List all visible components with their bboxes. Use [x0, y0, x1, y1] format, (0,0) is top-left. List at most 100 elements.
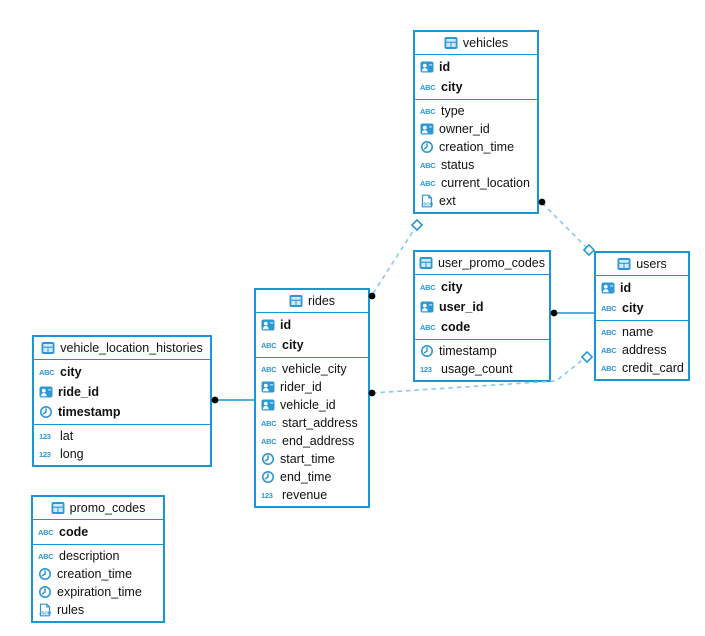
datetime-icon	[39, 568, 51, 580]
table-title: user_promo_codes	[437, 256, 545, 270]
text-type-icon: ABC	[261, 341, 277, 350]
text-type-icon: ABC	[420, 107, 436, 116]
column-name: creation_time	[57, 567, 133, 581]
table-header[interactable]: users	[596, 253, 688, 276]
table-header[interactable]: vehicles	[415, 32, 537, 55]
id-icon	[420, 123, 434, 135]
table-header[interactable]: user_promo_codes	[415, 252, 549, 275]
table-title: rides	[307, 294, 336, 308]
number-type-icon: 123	[39, 432, 51, 441]
column-name: description	[59, 549, 120, 563]
table-icon-slot	[41, 341, 55, 355]
table-row[interactable]: 123 lat	[34, 427, 210, 445]
table-row[interactable]: JSON rules	[33, 601, 163, 619]
relationship-vehicles-rides-line[interactable]	[371, 224, 418, 296]
column-name: vehicle_city	[282, 362, 347, 376]
column-name: lat	[60, 429, 74, 443]
id-icon	[420, 301, 434, 313]
datetime-icon	[262, 471, 274, 483]
table-row[interactable]: id	[596, 278, 688, 298]
table-row[interactable]: start_time	[256, 450, 368, 468]
column-name: code	[59, 525, 89, 539]
json-icon: JSON	[39, 603, 51, 617]
table-row[interactable]: ABC city	[256, 335, 368, 355]
datetime-icon	[39, 586, 51, 598]
column-name: rider_id	[280, 380, 322, 394]
id-icon	[601, 282, 615, 294]
text-type-icon: ABC	[261, 437, 277, 446]
table-icon-slot	[617, 257, 631, 271]
column-name: city	[282, 338, 304, 352]
column-name: rules	[57, 603, 85, 617]
table-title: vehicle_location_histories	[60, 341, 203, 355]
table-row[interactable]: rider_id	[256, 378, 368, 396]
text-type-icon: ABC	[39, 368, 55, 377]
table-row[interactable]: owner_id	[415, 120, 537, 138]
table-header[interactable]: vehicle_location_histories	[34, 337, 210, 360]
datetime-icon	[40, 406, 52, 418]
text-type-icon: ABC	[601, 364, 617, 373]
table-row[interactable]: user_id	[415, 297, 549, 317]
table-row[interactable]: id	[415, 57, 537, 77]
table-row[interactable]: ride_id	[34, 382, 210, 402]
text-type-icon: ABC	[420, 161, 436, 170]
table-title: users	[636, 257, 667, 271]
table-title: promo_codes	[69, 501, 146, 515]
column-name: usage_count	[441, 362, 513, 376]
column-name: ride_id	[58, 385, 99, 399]
id-icon	[261, 381, 275, 393]
column-name: vehicle_id	[280, 398, 336, 412]
text-type-icon: ABC	[420, 283, 436, 292]
number-type-icon: 123	[261, 491, 273, 500]
table-row[interactable]: vehicle_id	[256, 396, 368, 414]
endpoint-diamond	[582, 243, 596, 257]
table-row[interactable]: creation_time	[415, 138, 537, 156]
table-header[interactable]: promo_codes	[33, 497, 163, 520]
table-row[interactable]: id	[256, 315, 368, 335]
text-type-icon: ABC	[38, 552, 54, 561]
datetime-icon	[421, 141, 433, 153]
table-row[interactable]: timestamp	[415, 342, 549, 360]
datetime-icon	[421, 345, 433, 357]
columns-section: ABC description creation_time expiration_ti…	[33, 544, 163, 621]
relationship-vehicles-users-line[interactable]	[541, 202, 589, 250]
table-row[interactable]: expiration_time	[33, 583, 163, 601]
table-row[interactable]: end_time	[256, 468, 368, 486]
table-row[interactable]: ABC description	[33, 547, 163, 565]
table-row[interactable]: timestamp	[34, 402, 210, 422]
svg-text:JSON: JSON	[39, 610, 51, 615]
table-header[interactable]: rides	[256, 290, 368, 313]
table-row[interactable]: creation_time	[33, 565, 163, 583]
